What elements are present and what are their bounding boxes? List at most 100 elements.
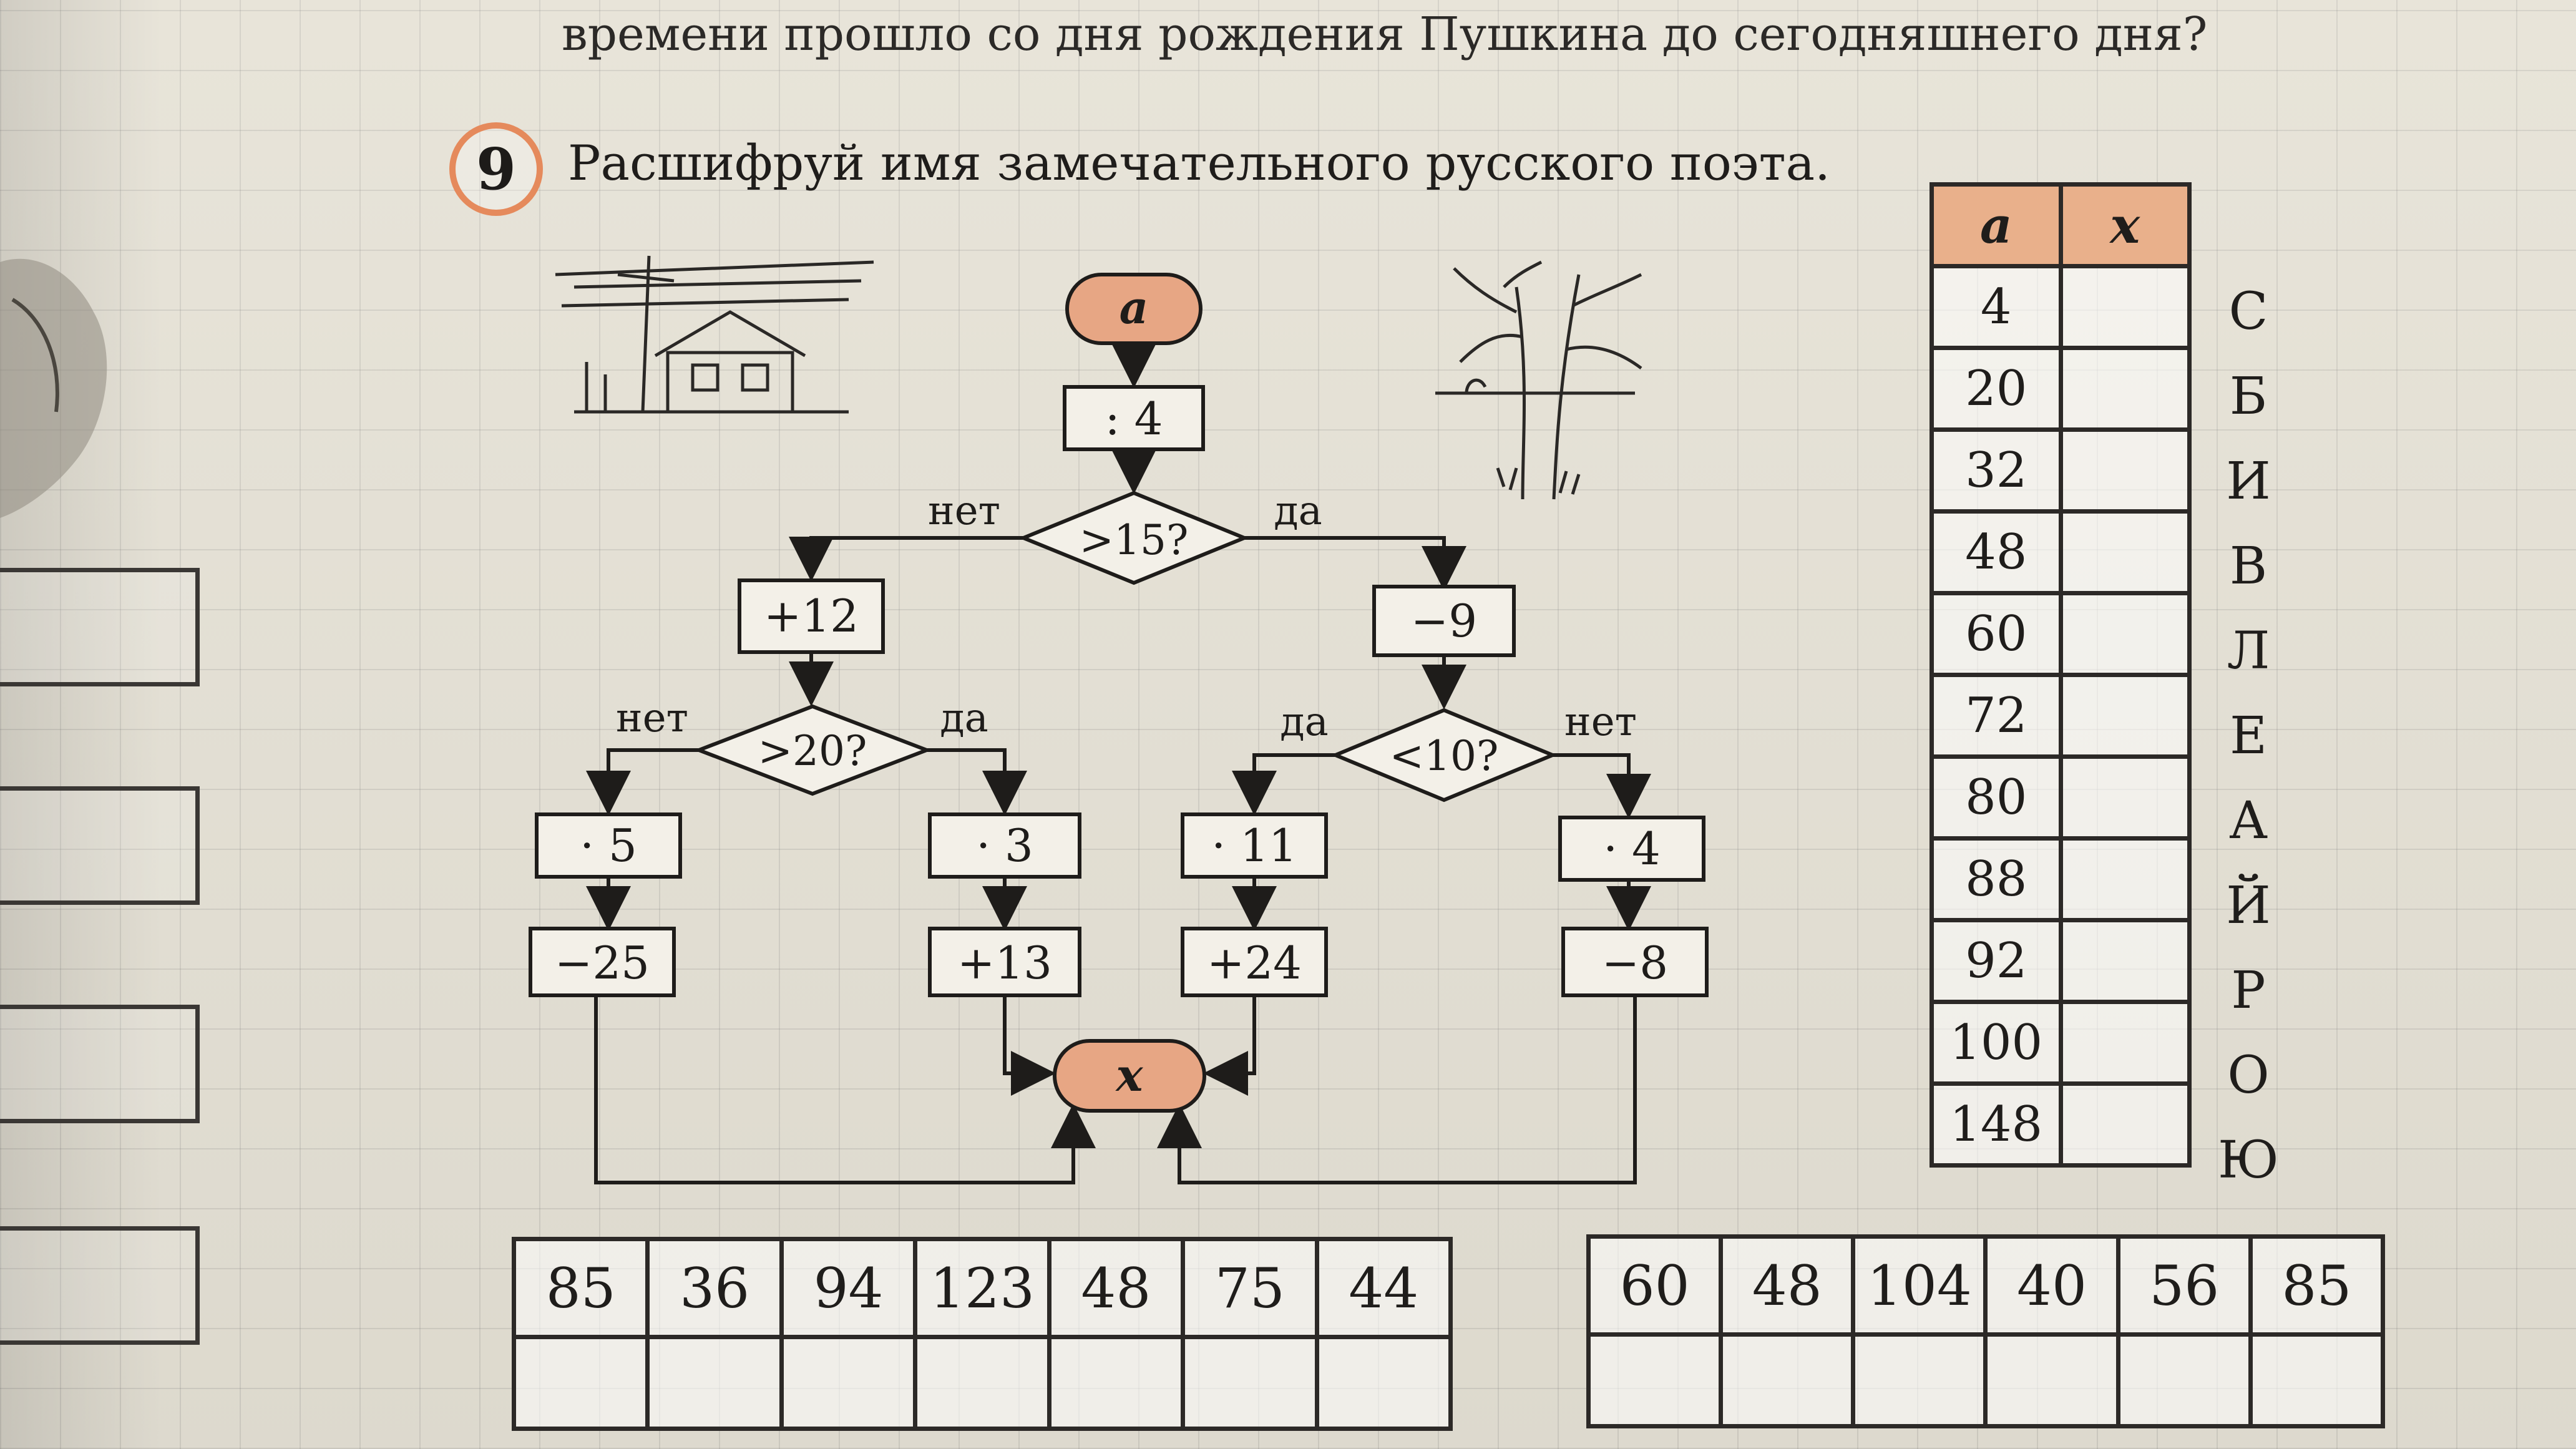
answer-letter-cell[interactable]	[1314, 1335, 1453, 1431]
table-row: 72	[1930, 673, 2192, 759]
answer-value: 94	[779, 1237, 918, 1339]
answer-letter-cell[interactable]	[2115, 1332, 2253, 1428]
answer-letter-cell[interactable]	[779, 1335, 918, 1431]
x-cell[interactable]	[2058, 427, 2192, 514]
letter-label: А	[2228, 791, 2268, 851]
branch2-add-label: +13	[957, 937, 1052, 989]
answer-value: 56	[2115, 1234, 2253, 1337]
x-cell[interactable]	[2058, 836, 2192, 922]
x-cell[interactable]	[2058, 509, 2192, 595]
letter-label: И	[2226, 452, 2271, 511]
branch3-add-label: +24	[1207, 937, 1302, 989]
letter-label: Е	[2230, 706, 2267, 766]
branch1-mul-label: · 5	[580, 819, 637, 872]
tree-illustration	[1435, 260, 1642, 500]
letter-label: Л	[2227, 622, 2270, 681]
start-terminal	[1065, 273, 1203, 345]
letter-column: С Б И В Л Е А Й Р О Ю	[2214, 270, 2283, 1203]
right-sub-label: −9	[1411, 595, 1477, 647]
condition-main-label: >15?	[1080, 516, 1189, 564]
answer-table-last-name: 60 48 104 40 56 85	[1586, 1234, 2386, 1428]
letter-label: Й	[2226, 876, 2271, 935]
end-label: x	[1115, 1048, 1144, 1101]
x-cell[interactable]	[2058, 918, 2192, 1004]
value-letter-table: a x 4 20 32 48 60 72 80 88 92 100 148	[1930, 182, 2192, 1168]
answer-value: 85	[511, 1237, 650, 1339]
answer-letter-cell[interactable]	[2248, 1332, 2386, 1428]
divide-box	[1063, 385, 1205, 451]
a-cell: 60	[1930, 591, 2063, 677]
x-cell[interactable]	[2058, 346, 2192, 432]
answer-letter-cell[interactable]	[913, 1335, 1051, 1431]
answer-value: 40	[1983, 1234, 2120, 1337]
answer-table-first-name: 85 36 94 123 48 75 44	[511, 1237, 1453, 1431]
branch3-mul-label: · 11	[1211, 819, 1297, 872]
x-cell[interactable]	[2058, 754, 2192, 841]
x-cell[interactable]	[2058, 591, 2192, 677]
table-row: 20	[1930, 346, 2192, 432]
table-row: 80	[1930, 754, 2192, 841]
a-cell: 80	[1930, 754, 2063, 841]
answer-letter-cell[interactable]	[1851, 1332, 1988, 1428]
condition-left-diamond	[693, 704, 932, 796]
a-cell: 20	[1930, 346, 2063, 432]
answer-letters-row	[1586, 1332, 2386, 1428]
branch1-add-label: −25	[555, 937, 650, 989]
end-terminal	[1053, 1039, 1206, 1113]
house-illustration	[555, 255, 874, 414]
answer-value: 123	[913, 1237, 1051, 1339]
condition-main-no: нет	[928, 488, 1000, 534]
answer-value: 48	[1719, 1234, 1856, 1337]
condition-left-label: >20?	[758, 727, 867, 775]
side-table-header: a x	[1930, 182, 2192, 268]
answer-letter-cell[interactable]	[1983, 1332, 2120, 1428]
left-answer-box-4[interactable]	[0, 1226, 200, 1345]
branch4-mul-box	[1558, 816, 1705, 882]
left-add-box	[738, 578, 885, 654]
branch2-mul-box	[928, 812, 1081, 879]
table-row: 92	[1930, 918, 2192, 1004]
answer-letter-cell[interactable]	[511, 1335, 650, 1431]
branch1-add-box	[529, 927, 676, 997]
branch1-mul-box	[535, 812, 682, 879]
letter-label: Ю	[2218, 1131, 2279, 1190]
header-a: a	[1930, 182, 2063, 268]
x-cell[interactable]	[2058, 673, 2192, 759]
left-answer-box-2[interactable]	[0, 786, 200, 905]
table-row: 48	[1930, 509, 2192, 595]
x-cell[interactable]	[2058, 1000, 2192, 1086]
a-cell: 72	[1930, 673, 2063, 759]
animal-illustration	[0, 258, 107, 518]
condition-right-yes: да	[1280, 699, 1329, 745]
condition-right-no: нет	[1564, 699, 1637, 745]
a-cell: 100	[1930, 1000, 2063, 1086]
answer-letter-cell[interactable]	[1181, 1335, 1319, 1431]
branch4-add-label: −8	[1602, 937, 1668, 989]
table-row: 60	[1930, 591, 2192, 677]
answer-letter-cell[interactable]	[645, 1335, 784, 1431]
letter-label: Р	[2231, 961, 2266, 1020]
table-row: 148	[1930, 1081, 2192, 1168]
left-answer-box-1[interactable]	[0, 568, 200, 686]
header-x: x	[2058, 182, 2192, 268]
left-answer-box-3[interactable]	[0, 1005, 200, 1123]
answer-letter-cell[interactable]	[1046, 1335, 1186, 1431]
a-cell: 4	[1930, 264, 2063, 350]
a-cell: 48	[1930, 509, 2063, 595]
answer-value: 44	[1314, 1237, 1453, 1339]
answer-values-row: 60 48 104 40 56 85	[1586, 1234, 2386, 1337]
a-cell: 92	[1930, 918, 2063, 1004]
task-title: Расшифруй имя замечательного русского по…	[568, 135, 1830, 192]
table-row: 88	[1930, 836, 2192, 922]
right-sub-box	[1372, 585, 1516, 657]
branch3-mul-box	[1181, 812, 1328, 879]
x-cell[interactable]	[2058, 264, 2192, 350]
letter-label: В	[2229, 537, 2268, 596]
answer-value: 85	[2248, 1234, 2386, 1337]
a-cell: 88	[1930, 836, 2063, 922]
answer-letter-cell[interactable]	[1719, 1332, 1856, 1428]
table-row: 4	[1930, 264, 2192, 350]
start-label: a	[1120, 281, 1149, 334]
x-cell[interactable]	[2058, 1081, 2192, 1168]
answer-letter-cell[interactable]	[1586, 1332, 1724, 1428]
